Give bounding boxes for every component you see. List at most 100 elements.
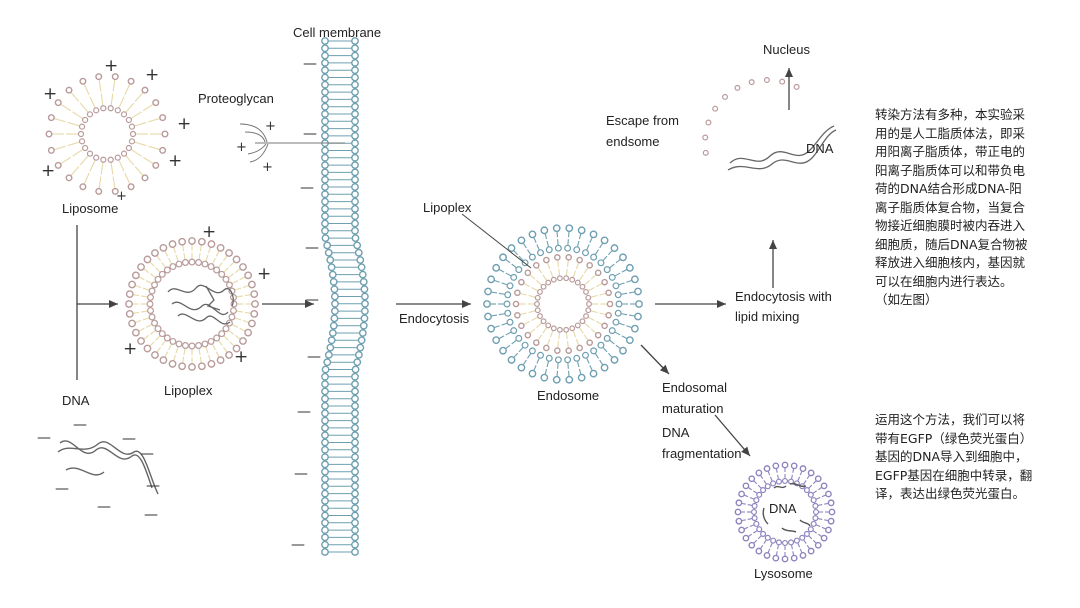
lipid-head: [128, 123, 136, 130]
lipid-head: [742, 534, 750, 542]
lipid-tail: [799, 548, 803, 554]
lipid-head: [597, 259, 605, 267]
lipid-tail: [586, 357, 590, 364]
lipid-tail: [575, 338, 580, 346]
lipid-head: [569, 276, 576, 283]
lipid-head: [507, 356, 516, 364]
lipid-head: [351, 204, 359, 213]
lipid-tail: [148, 145, 161, 151]
lipid-head: [499, 253, 507, 262]
lipid-tail: [806, 544, 811, 550]
lipid-head: [579, 283, 586, 290]
lipid-head: [630, 275, 639, 284]
lipid-head: [589, 230, 598, 239]
lipid-tail: [546, 338, 551, 346]
lipid-head: [357, 263, 366, 272]
lipid-head: [351, 80, 359, 89]
lipid-head: [323, 241, 332, 250]
endocytosis-label: Endocytosis: [399, 311, 470, 326]
lipid-head: [125, 290, 134, 299]
lipid-tail: [815, 496, 821, 500]
lipid-tail: [578, 368, 582, 375]
lipid-head: [605, 311, 612, 319]
lipid-head: [213, 266, 221, 274]
minus-sign: —: [305, 292, 319, 308]
lipid-head: [540, 373, 549, 382]
lipid-head: [143, 344, 152, 353]
lipid-tail: [812, 490, 817, 494]
lipid-tail: [234, 268, 241, 273]
lipid-tail: [526, 353, 532, 359]
lipid-head: [812, 502, 819, 509]
lipid-head: [351, 234, 360, 243]
lipid-tail: [523, 320, 531, 326]
lipid-tail: [747, 533, 753, 538]
lipid-head: [188, 342, 196, 350]
lipid-head: [543, 256, 550, 264]
lipid-tail: [125, 155, 135, 166]
lipid-head: [65, 86, 73, 94]
lipid-head: [512, 300, 520, 308]
lipid-tail: [236, 295, 243, 298]
lipid-head: [781, 555, 789, 563]
lipid-tail: [536, 280, 542, 286]
lipid-tail: [595, 282, 603, 288]
lipid-tail: [79, 155, 89, 166]
lipid-head: [216, 243, 225, 252]
lipid-tail: [531, 287, 538, 292]
lipid-tail: [767, 470, 771, 476]
lipid-head: [354, 350, 363, 359]
lipid-head: [207, 240, 216, 248]
lipid-tail: [812, 539, 817, 544]
lipid-tail: [757, 484, 762, 489]
lipid-tail: [753, 539, 758, 544]
minus-sign: —: [291, 537, 305, 553]
lipid-head: [324, 248, 333, 257]
lipid-head: [47, 114, 55, 122]
lipid-head: [248, 319, 256, 328]
lipid-head: [351, 183, 359, 191]
lipid-head: [492, 263, 501, 272]
lipid-head: [537, 313, 543, 320]
lipid-head: [321, 212, 329, 221]
lipid-head: [351, 168, 359, 177]
lipid-head: [625, 336, 634, 345]
lipid-head: [565, 347, 572, 354]
lipid-tail: [89, 159, 96, 172]
lysosome-label: Lysosome: [754, 566, 813, 581]
lipid-head: [492, 336, 501, 345]
lipid-head: [95, 73, 103, 81]
lipid-tail: [749, 496, 755, 500]
lipid-head: [120, 150, 128, 157]
lipid-tail: [234, 335, 241, 340]
lipid-head: [357, 336, 366, 345]
lipid-head: [351, 431, 359, 440]
lipid-head: [65, 174, 73, 182]
lipid-head: [354, 248, 363, 257]
lipid-head: [577, 373, 586, 382]
lipid-head: [545, 246, 553, 254]
plus-sign: +: [257, 264, 271, 284]
lipid-head: [45, 130, 53, 138]
lipid-head: [487, 275, 496, 284]
lipid-head: [807, 491, 814, 498]
lipid-head: [330, 285, 339, 294]
lipid-tail: [536, 357, 540, 364]
lipid-tail: [767, 548, 771, 554]
escape-membrane-arc: [0, 0, 800, 156]
plus-sign: +: [236, 140, 247, 155]
lipid-head: [178, 362, 187, 371]
lipid-tail: [557, 259, 560, 267]
lipid-tail: [599, 359, 604, 366]
lipid-tail: [519, 292, 527, 296]
lipid-head: [127, 77, 135, 85]
lipid-tail: [223, 346, 228, 353]
lipid-tail: [134, 284, 142, 288]
lipid-head: [514, 311, 521, 319]
lipid-head: [351, 73, 359, 82]
lipid-head: [125, 309, 134, 318]
lipid-tail: [741, 502, 746, 505]
lipid-head: [321, 102, 329, 111]
lipid-head: [615, 300, 623, 308]
lipid-tail: [753, 480, 758, 485]
